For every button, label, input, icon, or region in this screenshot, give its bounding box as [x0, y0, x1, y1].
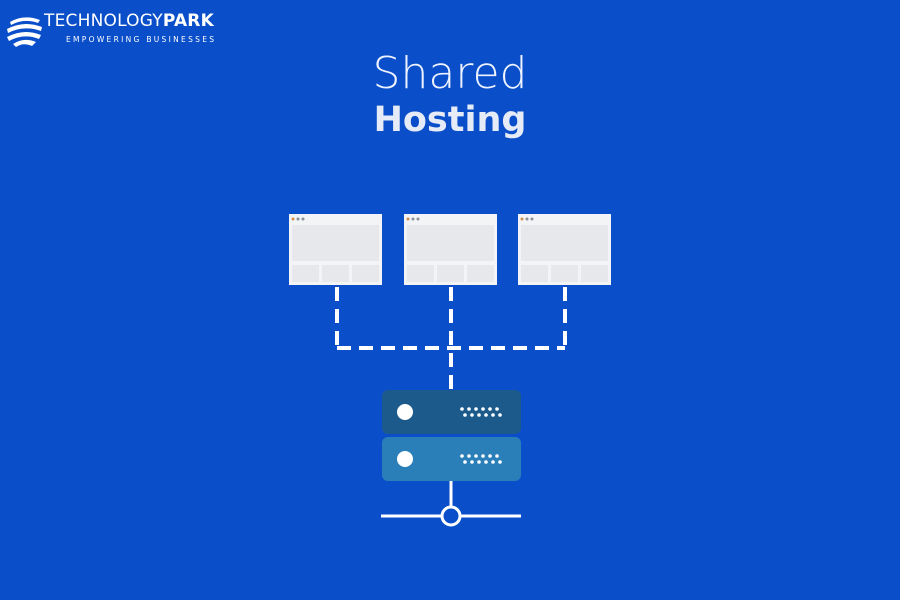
server-bottom-led-icon — [397, 451, 413, 467]
server-rack — [382, 390, 521, 481]
heading-line-1: Shared — [372, 48, 528, 99]
network-node-icon — [381, 481, 521, 527]
brand-logo: TECHNOLOGYPARK EMPOWERING BUSINESSES — [0, 0, 260, 60]
server-top-vent-icon — [460, 407, 502, 417]
dashed-connectors — [335, 287, 567, 390]
server-top-led-icon — [397, 404, 413, 420]
server-unit-top — [382, 390, 521, 434]
website-window-1 — [289, 214, 382, 285]
server-bottom-vent-icon — [460, 454, 502, 464]
brand-name-part1: TECHNOLOGY — [44, 11, 163, 31]
brand-name-part2: PARK — [162, 11, 214, 31]
website-window-2 — [404, 214, 497, 285]
website-window-3 — [518, 214, 611, 285]
heading-line-2: Hosting — [373, 100, 527, 140]
brand-name: TECHNOLOGYPARK — [44, 11, 214, 31]
brand-tagline: EMPOWERING BUSINESSES — [66, 35, 217, 44]
server-unit-bottom — [382, 437, 521, 481]
globe-logo-icon — [7, 17, 42, 47]
